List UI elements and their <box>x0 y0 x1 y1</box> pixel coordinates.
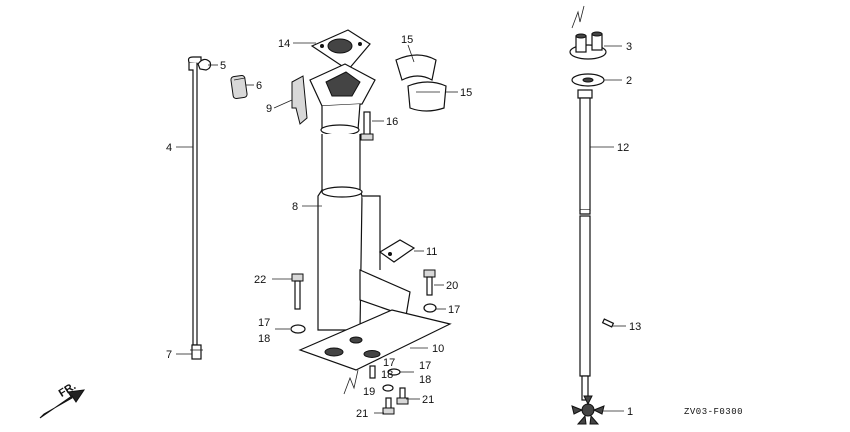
cover-plate <box>378 239 416 263</box>
callout-9: 9 <box>266 103 272 115</box>
impeller <box>571 395 605 425</box>
callout-12: 12 <box>617 142 629 154</box>
callout-17-center: 17 <box>383 357 395 369</box>
collar-lower <box>407 81 447 112</box>
bolt-16 <box>360 111 374 141</box>
pin-19 <box>369 365 376 379</box>
callouts: 1 2 3 4 5 6 7 8 9 10 11 12 13 14 15 15 1… <box>166 34 641 420</box>
washer-17-right <box>423 303 437 313</box>
callout-18-bottom: 18 <box>419 374 431 386</box>
diagram-code: ZV03-F0300 <box>684 407 743 417</box>
callout-11: 11 <box>426 246 437 258</box>
rod-pin <box>190 344 203 360</box>
bolt-21-left <box>382 397 395 415</box>
callout-17-bottom: 17 <box>419 360 431 372</box>
callout-19: 19 <box>363 386 375 398</box>
callout-13: 13 <box>629 321 641 333</box>
callout-21-left: 21 <box>356 408 368 420</box>
rod-clip <box>197 58 212 71</box>
washer-17-18-left <box>290 324 306 334</box>
bolt-22 <box>291 273 304 310</box>
mounting-plate <box>298 309 452 371</box>
callout-10: 10 <box>432 343 444 355</box>
callout-6: 6 <box>256 80 262 92</box>
callout-17-left: 17 <box>258 317 270 329</box>
callout-8: 8 <box>292 201 298 213</box>
callout-4: 4 <box>166 142 172 154</box>
callout-18-left: 18 <box>258 333 270 345</box>
callout-17-right: 17 <box>448 304 460 316</box>
callout-20: 20 <box>446 280 458 292</box>
callout-21-right: 21 <box>422 394 434 406</box>
mount-rubber <box>310 29 371 71</box>
bolt-20 <box>423 269 436 296</box>
bolt-21-right <box>396 387 409 405</box>
direction-arrow-center <box>343 369 359 395</box>
leader-lines <box>176 42 626 414</box>
shift-rod <box>187 56 202 346</box>
washer-2 <box>571 73 605 87</box>
callout-14: 14 <box>278 38 290 50</box>
callout-15-upper: 15 <box>401 34 413 46</box>
drive-shaft <box>577 89 593 401</box>
bushing <box>569 31 607 60</box>
front-arrow-icon <box>39 389 86 419</box>
callout-15-lower: 15 <box>460 87 472 99</box>
callout-2: 2 <box>626 75 632 87</box>
callout-3: 3 <box>626 41 632 53</box>
callout-1: 1 <box>627 406 633 418</box>
collar-upper <box>395 54 437 81</box>
callout-7: 7 <box>166 349 172 361</box>
grommet <box>230 75 248 99</box>
callout-18-center: 18 <box>381 369 393 381</box>
direction-arrow-right <box>571 5 585 29</box>
callout-16: 16 <box>386 116 398 128</box>
callout-22: 22 <box>254 274 266 286</box>
extension-case <box>309 63 411 331</box>
shaft-pin-13 <box>601 318 615 328</box>
callout-5: 5 <box>220 60 226 72</box>
shift-arm <box>291 75 308 125</box>
